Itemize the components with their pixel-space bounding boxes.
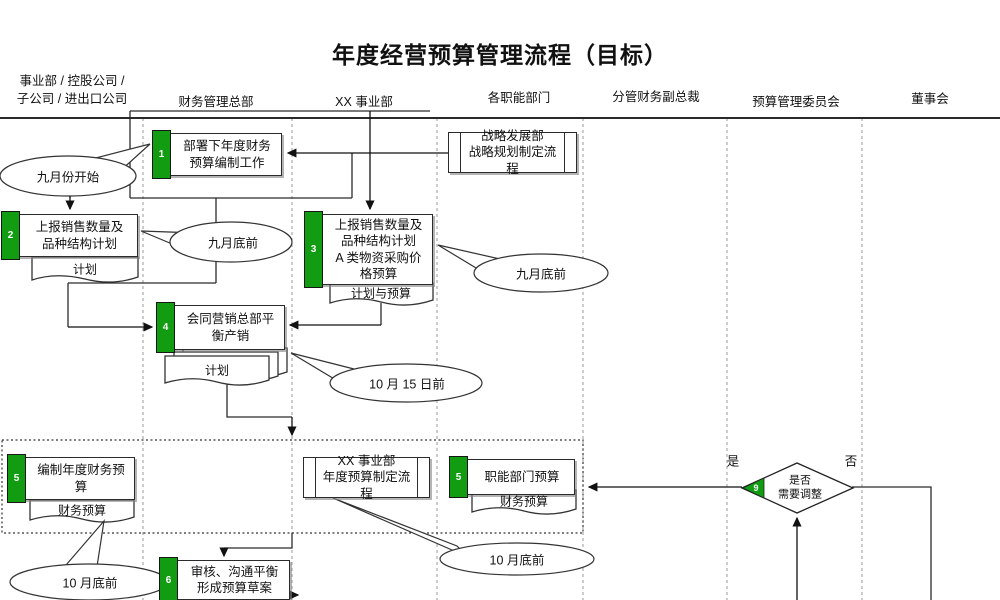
lane-header-vp-finance: 分管财务副总裁 (612, 90, 700, 104)
subprocess-left-bar (460, 132, 461, 173)
subprocess-left-bar (315, 457, 316, 498)
callout-text-end-october-right: 10 月底前 (489, 553, 545, 568)
lane-header-board: 董事会 (911, 92, 949, 106)
process-box-1-deploy-budget-work: 部署下年度财务 预算编制工作 (153, 133, 282, 176)
process-number-6: 6 (159, 557, 178, 600)
process-box-3-report-sales-and-procurement-budget: 上报销售数量及 品种结构计划 A 类物资采购价 格预算 (305, 214, 433, 285)
document-label-plan: 计划 (72, 262, 98, 277)
process-number-4: 4 (156, 302, 175, 353)
process-number-2: 2 (1, 211, 20, 260)
decision-label-need-adjustment: 是否 需要调整 (778, 474, 822, 500)
subprocess-xx-division-label: XX 事业部 年度预算制定流程 (322, 453, 411, 501)
document-label-finance-budget-left: 财务预算 (57, 503, 107, 518)
subprocess-right-bar (564, 132, 565, 173)
document-label-plans-stack: 计划 (204, 363, 230, 378)
process-box-4-balance-production-sales: 会同营销总部平 衡产销 (157, 305, 285, 350)
budget-subprocess-group-frame (1, 439, 584, 534)
decision-number-9: 9 (753, 483, 759, 493)
subprocess-strategy-label: 战略发展部 战略规划制定流程 (468, 128, 557, 176)
lane-header-budget-committee: 预算管理委员会 (752, 95, 840, 109)
process-number-5-right: 5 (449, 456, 468, 498)
subprocess-right-bar (417, 457, 418, 498)
callout-end-september-1 (140, 221, 293, 263)
finance-budget-document-shape-left (29, 499, 135, 523)
process-number-3: 3 (304, 211, 323, 288)
lane-header-xx-division: XX 事业部 (335, 95, 393, 109)
document-label-finance-budget-right: 财务预算 (499, 494, 549, 509)
lane-header-business-units: 事业部 / 控股公司 / 子公司 / 进出口公司 (16, 74, 128, 107)
process-number-1: 1 (152, 130, 171, 179)
callout-text-end-september-1: 九月底前 (207, 236, 259, 251)
plan-documents-stack-shape (164, 347, 288, 386)
subprocess-xx-division-budget-flow: XX 事业部 年度预算制定流程 (303, 454, 430, 501)
plan-budget-document-shape (329, 282, 434, 306)
lane-header-finance-hq: 财务管理总部 (178, 95, 254, 109)
callout-text-end-september-2: 九月底前 (515, 267, 567, 282)
lane-header-functional-depts: 各职能部门 (487, 91, 551, 105)
connector-arrows (65, 111, 802, 600)
connector-lines (67, 110, 932, 600)
process-box-5-functional-dept-budget: 职能部门预算 (450, 459, 575, 495)
document-label-plan-and-budget: 计划与预算 (350, 286, 412, 301)
callout-text-end-october-left: 10 月底前 (62, 576, 118, 591)
decision-branch-yes: 是 (726, 454, 740, 469)
callout-end-september-2 (437, 244, 609, 293)
callout-end-october-left (9, 519, 169, 600)
process-box-6-review-form-draft-budget: 审核、沟通平衡 形成预算草案 (160, 560, 290, 600)
plan-document-shape (31, 256, 139, 283)
page-title: 年度经营预算管理流程（目标） (332, 42, 668, 68)
callout-start-september (0, 143, 151, 197)
finance-budget-document-shape-right (471, 489, 577, 515)
process-number-5-left: 5 (7, 454, 26, 503)
process-box-2-report-sales-plan: 上报销售数量及 品种结构计划 (2, 214, 138, 257)
callout-end-october-right (332, 497, 595, 576)
callout-text-start-september: 九月份开始 (36, 170, 100, 185)
callout-text-before-oct-15: 10 月 15 日前 (369, 377, 445, 392)
decision-number-tag (742, 477, 765, 499)
decision-diamond-shape (740, 462, 855, 514)
process-box-5-prepare-annual-finance-budget: 编制年度财务预 算 (8, 457, 135, 500)
subprocess-strategy-development: 战略发展部 战略规划制定流程 (448, 129, 577, 176)
callout-before-oct-15 (290, 352, 483, 403)
decision-branch-no: 否 (844, 454, 858, 469)
